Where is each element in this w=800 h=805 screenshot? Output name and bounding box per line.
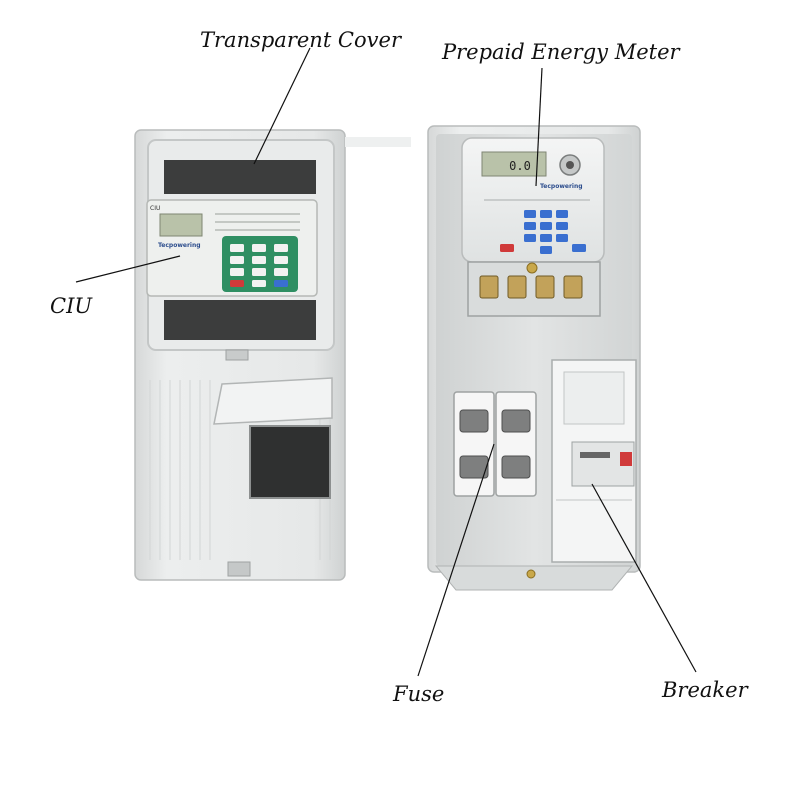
leader-line-transparent-cover bbox=[253, 47, 311, 165]
meter-lcd bbox=[481, 151, 547, 177]
cover-window-top bbox=[164, 160, 316, 194]
meter-brand-mark: Tecpowering bbox=[540, 183, 583, 190]
ciu-lcd bbox=[159, 213, 203, 237]
terminal-opening bbox=[249, 425, 331, 499]
leader-line-fuse bbox=[417, 443, 495, 677]
ciu-spec-lines bbox=[215, 213, 300, 231]
leader-lines bbox=[75, 47, 697, 677]
left-enclosure-ribs bbox=[149, 380, 331, 560]
prepaid-energy-meter: 0.0 Tecpowering bbox=[461, 137, 605, 317]
label-fuse: Fuse bbox=[393, 682, 445, 706]
right-enclosure-base bbox=[434, 565, 634, 591]
leader-line-prepaid-energy-meter bbox=[535, 67, 543, 187]
cover-window-bottom bbox=[164, 300, 316, 340]
breaker bbox=[551, 359, 637, 563]
meter-display-reading: 0.0 bbox=[509, 159, 531, 173]
left-enclosure: CIU Tecpowering bbox=[134, 129, 411, 581]
terminal-door-flap bbox=[213, 377, 333, 425]
fuse-holders bbox=[453, 391, 537, 497]
ciu-brand-mark: Tecpowering bbox=[158, 242, 201, 249]
left-bottom-tab bbox=[227, 561, 251, 577]
label-breaker: Breaker bbox=[662, 678, 748, 702]
right-enclosure: 0.0 Tecpowering bbox=[427, 125, 641, 591]
leader-line-breaker bbox=[591, 483, 697, 673]
label-transparent-cover: Transparent Cover bbox=[200, 28, 401, 52]
breaker-test-button bbox=[620, 452, 632, 466]
ciu-panel-code: CIU bbox=[150, 205, 160, 212]
ciu-unit: CIU Tecpowering bbox=[146, 199, 318, 297]
meter-mount-screw bbox=[526, 262, 538, 274]
cover-latch bbox=[225, 349, 249, 361]
meter-keypad bbox=[500, 210, 586, 254]
label-prepaid-energy-meter: Prepaid Energy Meter bbox=[442, 40, 680, 64]
ciu-keypad bbox=[230, 244, 288, 287]
leader-line-ciu bbox=[75, 255, 181, 283]
label-ciu: CIU bbox=[50, 294, 93, 318]
left-enclosure-lip bbox=[345, 137, 411, 147]
bottom-screw bbox=[526, 569, 536, 579]
meter-terminals bbox=[479, 275, 583, 299]
